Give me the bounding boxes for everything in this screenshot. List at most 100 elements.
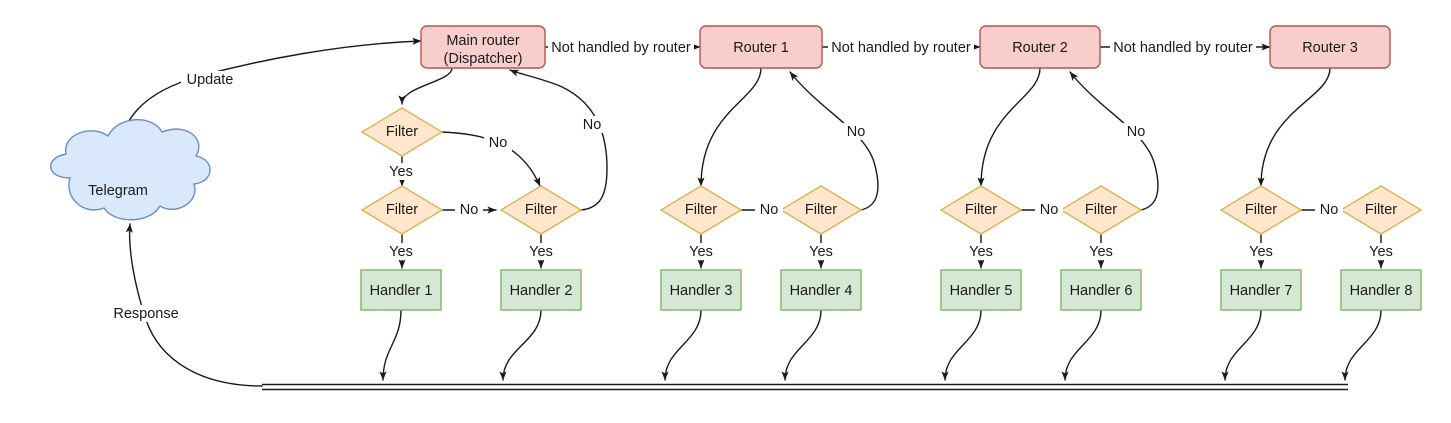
node-handler-5[interactable]: Handler 5 [940, 269, 1022, 311]
router-2-label: Router 2 [1012, 40, 1068, 56]
edge-main-to-filter-a [398, 67, 453, 105]
label-no-5: No [842, 123, 870, 140]
handler-4-label: Handler 4 [790, 283, 853, 299]
edge-handler7-to-sink [1221, 309, 1262, 381]
node-handler-1[interactable]: Handler 1 [360, 269, 442, 311]
label-no-8: No [1315, 202, 1343, 219]
handler-7-label: Handler 7 [1230, 283, 1293, 299]
filter-g-label: Filter [1085, 202, 1117, 218]
edge-handler2-to-sink [499, 309, 542, 381]
handler-5-label: Handler 5 [950, 283, 1013, 299]
svg-text:Yes: Yes [389, 244, 413, 260]
edge-filter-g-no-return [1069, 71, 1159, 211]
telegram-label: Telegram [88, 183, 148, 199]
edge-filter-e-no-return [789, 71, 879, 211]
edge-handler8-to-sink [1341, 309, 1382, 381]
main-router-label-line2: (Dispatcher) [444, 51, 523, 67]
svg-text:No: No [1127, 124, 1146, 140]
label-yes-2: Yes [384, 243, 418, 260]
node-filter-c[interactable]: Filter [499, 185, 583, 235]
filter-d-label: Filter [685, 202, 717, 218]
label-no-7: No [1122, 123, 1150, 140]
node-router-3[interactable]: Router 3 [1269, 25, 1391, 69]
node-handler-3[interactable]: Handler 3 [660, 269, 742, 311]
label-no-4: No [755, 202, 783, 219]
node-handler-6[interactable]: Handler 6 [1060, 269, 1142, 311]
node-handler-4[interactable]: Handler 4 [780, 269, 862, 311]
label-not-handled-3: Not handled by router [1110, 39, 1256, 56]
edge-response [125, 223, 263, 387]
edge-handler1-to-sink [379, 309, 402, 381]
handler-6-label: Handler 6 [1070, 283, 1133, 299]
label-no-6: No [1035, 202, 1063, 219]
filter-h-label: Filter [1245, 202, 1277, 218]
filter-f-label: Filter [965, 202, 997, 218]
node-main-router[interactable]: Main router (Dispatcher) [420, 25, 546, 69]
svg-text:No: No [489, 135, 508, 151]
svg-text:Yes: Yes [689, 244, 713, 260]
telegram-cloud[interactable]: Telegram [50, 118, 211, 221]
edge-router3-to-filter-h [1257, 67, 1331, 187]
label-no-3: No [578, 116, 606, 133]
node-handler-2[interactable]: Handler 2 [500, 269, 582, 311]
filter-b-label: Filter [386, 202, 418, 218]
node-filter-d[interactable]: Filter [659, 185, 743, 235]
svg-text:Yes: Yes [969, 244, 993, 260]
filter-i-label: Filter [1365, 202, 1397, 218]
node-filter-h[interactable]: Filter [1219, 185, 1303, 235]
node-filter-e[interactable]: Filter [779, 185, 863, 235]
handler-8-label: Handler 8 [1350, 283, 1413, 299]
svg-text:No: No [847, 124, 866, 140]
svg-text:Not handled by router: Not handled by router [1113, 40, 1253, 56]
node-filter-f[interactable]: Filter [939, 185, 1023, 235]
label-yes-4: Yes [684, 243, 718, 260]
router-3-label: Router 3 [1302, 40, 1358, 56]
edge-handler3-to-sink [661, 309, 702, 381]
node-router-1[interactable]: Router 1 [699, 25, 823, 69]
svg-text:Yes: Yes [529, 244, 553, 260]
node-filter-a[interactable]: Filter [360, 107, 444, 157]
svg-text:Yes: Yes [1089, 244, 1113, 260]
main-router-label-line1: Main router [446, 33, 520, 49]
svg-text:Not handled by router: Not handled by router [831, 40, 971, 56]
handler-2-label: Handler 2 [510, 283, 573, 299]
svg-text:Response: Response [113, 306, 178, 322]
svg-text:Update: Update [187, 72, 234, 88]
node-filter-g[interactable]: Filter [1059, 185, 1143, 235]
filter-c-label: Filter [525, 202, 557, 218]
svg-text:No: No [1320, 202, 1339, 218]
label-no-2: No [455, 202, 483, 219]
label-yes-6: Yes [964, 243, 998, 260]
label-yes-8: Yes [1244, 243, 1278, 260]
label-yes-5: Yes [804, 243, 838, 260]
label-not-handled-1: Not handled by router [548, 39, 694, 56]
edge-handler5-to-sink [941, 309, 982, 381]
label-response: Response [108, 305, 184, 322]
node-handler-8[interactable]: Handler 8 [1340, 269, 1422, 311]
svg-text:Not handled by router: Not handled by router [551, 40, 691, 56]
label-yes-1: Yes [384, 163, 418, 180]
router-1-label: Router 1 [733, 40, 789, 56]
svg-text:Yes: Yes [389, 164, 413, 180]
edge-router2-to-filter-f [977, 67, 1041, 187]
filter-e-label: Filter [805, 202, 837, 218]
label-yes-9: Yes [1364, 243, 1398, 260]
edge-handler4-to-sink [781, 309, 822, 381]
node-router-2[interactable]: Router 2 [979, 25, 1101, 69]
node-filter-i[interactable]: Filter [1339, 185, 1423, 235]
edge-handler6-to-sink [1061, 309, 1102, 381]
node-handler-7[interactable]: Handler 7 [1220, 269, 1302, 311]
node-filter-b[interactable]: Filter [360, 185, 444, 235]
label-not-handled-2: Not handled by router [828, 39, 974, 56]
svg-text:No: No [1040, 202, 1059, 218]
handler-3-label: Handler 3 [670, 283, 733, 299]
label-yes-3: Yes [524, 243, 558, 260]
svg-text:Yes: Yes [809, 244, 833, 260]
svg-text:No: No [760, 202, 779, 218]
svg-text:Yes: Yes [1369, 244, 1393, 260]
edge-filter-c-no-return [509, 69, 608, 211]
edge-router1-to-filter-d [697, 67, 762, 187]
label-update: Update [181, 71, 239, 88]
